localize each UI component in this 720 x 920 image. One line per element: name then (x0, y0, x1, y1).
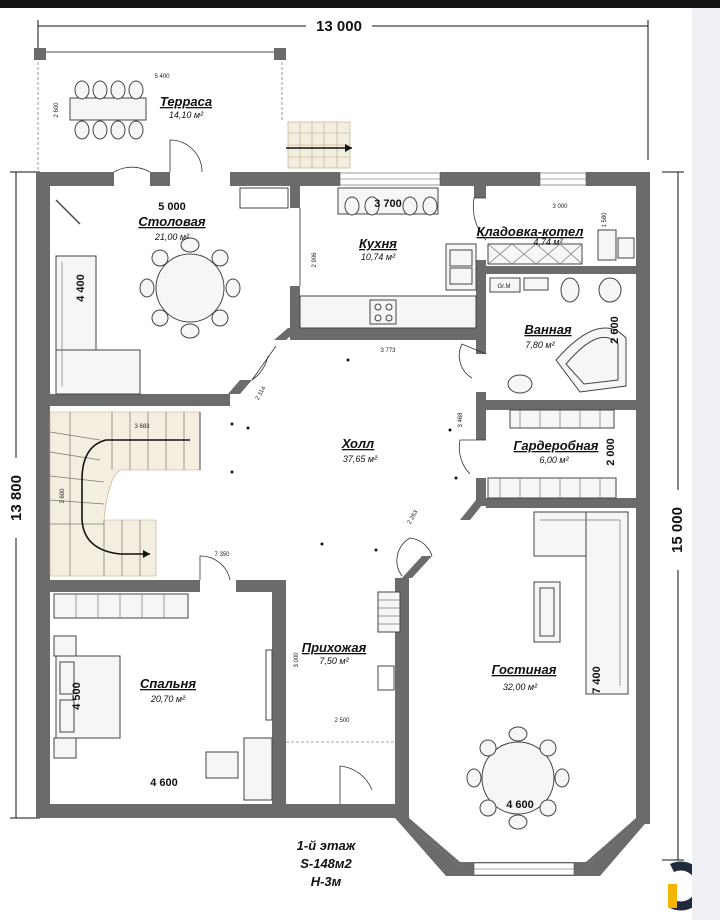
hall-dim-b: 3 468 (458, 412, 464, 428)
bedroom-dim-width: 4 600 (150, 777, 178, 789)
dining-furniture: 5 000 Столовая 21,00 м² 4 400 (55, 187, 289, 395)
exterior-walls (36, 172, 650, 876)
hall-dim-c: 2 114 (255, 385, 268, 401)
entry-name: Прихожая (302, 640, 367, 655)
terrace-name: Терраса (160, 94, 212, 109)
storage-room: 3 000 Кладовка-котел 4,74 м² 1 580 (477, 204, 635, 265)
overall-width-label: 13 000 (316, 18, 362, 35)
storage-dim-width: 3 000 (552, 204, 568, 210)
entry-dim-width: 2 500 (334, 718, 350, 724)
side-panel (692, 8, 720, 920)
entry-area: 7,50 м² (319, 656, 349, 666)
interior-walls (50, 186, 636, 592)
doors (113, 139, 487, 804)
stairs-dim-a: 3 683 (134, 424, 150, 430)
overall-dimensions: 13 000 13 800 15 000 (6, 16, 688, 861)
floor-height-label: H-3м (311, 874, 342, 889)
kitchen-name: Кухня (359, 236, 397, 251)
bedroom-name: Спальня (140, 676, 196, 691)
living-room: Гостиная 32,00 м² 7 400 4 600 (411, 511, 635, 869)
plan-footer: 1-й этаж S-148м2 H-3м (297, 838, 357, 889)
terrace-dim-width: 5 400 (154, 74, 170, 80)
dining-name: Столовая (138, 214, 205, 229)
entry: Прихожая 7,50 м² 3 000 2 500 (286, 591, 401, 743)
hall-dim-a: 3 773 (380, 348, 396, 354)
floor-plan: 13 000 13 800 15 000 (6, 16, 692, 911)
bedroom: Спальня 20,70 м² 4 500 4 600 (53, 593, 273, 801)
wardrobe: Гардеробная 6,00 м² 2 000 (487, 409, 617, 499)
dining-area: 21,00 м² (154, 232, 190, 242)
terrace: Терраса 14,10 м² 5 400 2 600 (34, 48, 352, 172)
entry-dim-height: 3 000 (294, 652, 300, 668)
bathroom: Gr.M Ванная 7,80 м² 2 600 (489, 277, 627, 394)
storage-dim-depth: 1 580 (602, 212, 608, 228)
bathroom-dim: 2 600 (609, 316, 621, 344)
top-dark-band (0, 0, 720, 8)
living-dim-depth: 7 400 (591, 666, 603, 694)
terrace-area: 14,10 м² (169, 110, 204, 120)
stairs-dim-b: 3 600 (60, 488, 66, 504)
dining-dim-width: 5 000 (158, 201, 186, 213)
appliance-label: Gr.M (498, 284, 511, 290)
terrace-dim-depth: 2 600 (54, 102, 60, 118)
hall: Холл 37,65 м² 3 773 3 468 2 114 2 263 (230, 348, 464, 552)
hall-dim-d: 2 263 (407, 509, 420, 526)
storage-area: 4,74 м² (533, 237, 563, 247)
overall-right-height-label: 15 000 (669, 507, 686, 553)
kitchen-dim-depth: 2 906 (312, 252, 318, 268)
storage-name: Кладовка-котел (477, 224, 584, 239)
bedroom-area: 20,70 м² (150, 694, 186, 704)
stairs-dim-c: 7 350 (214, 552, 230, 558)
floor-label: 1-й этаж (297, 838, 357, 853)
kitchen-area: 10,74 м² (361, 252, 396, 262)
company-logo-icon (668, 861, 692, 911)
wardrobe-name: Гардеробная (514, 438, 599, 453)
living-dim-width: 4 600 (506, 799, 534, 811)
dining-dim-depth: 4 400 (75, 274, 87, 302)
wardrobe-dim: 2 000 (605, 438, 617, 466)
overall-left-height-label: 13 800 (8, 475, 25, 521)
wardrobe-area: 6,00 м² (539, 455, 569, 465)
kitchen-furniture: 3 700 Кухня 10,74 м² 2 906 (299, 187, 477, 329)
hall-name: Холл (341, 436, 374, 451)
living-area: 32,00 м² (503, 682, 538, 692)
bathroom-name: Ванная (524, 322, 572, 337)
bedroom-dim-depth: 4 500 (71, 682, 83, 710)
staircase: 3 683 3 600 7 350 (49, 411, 230, 577)
floor-area-label: S-148м2 (300, 856, 352, 871)
hall-area: 37,65 м² (343, 454, 378, 464)
kitchen-dim-width: 3 700 (374, 198, 402, 210)
bathroom-area: 7,80 м² (525, 340, 555, 350)
living-name: Гостиная (492, 662, 557, 677)
